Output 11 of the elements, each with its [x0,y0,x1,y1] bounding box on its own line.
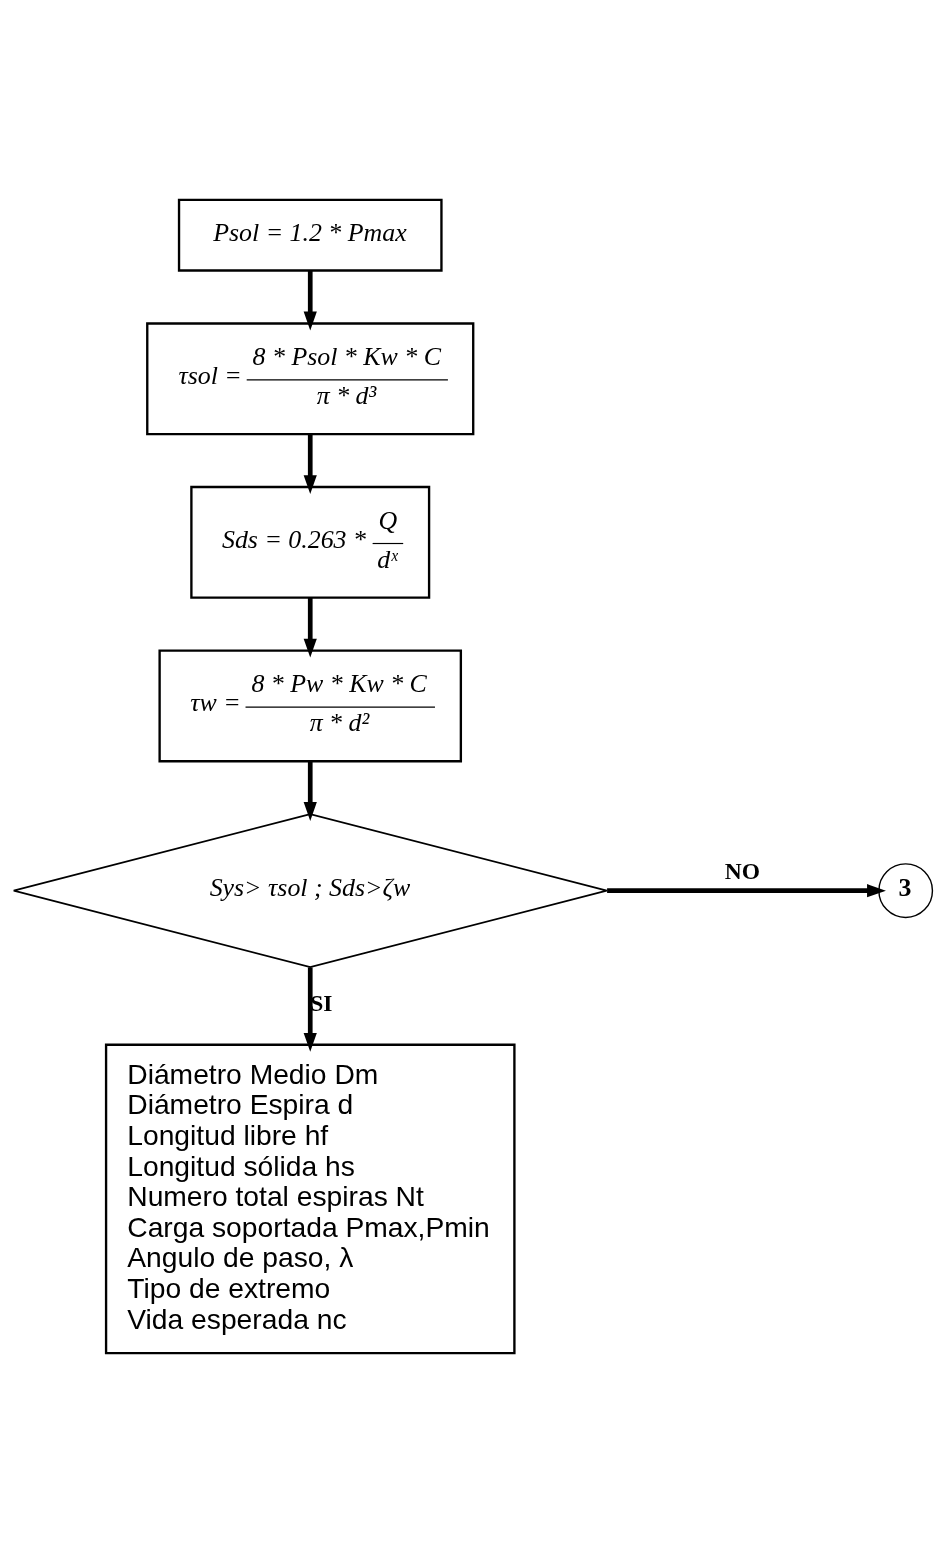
edge-label: NO [724,857,760,884]
node-diamond: Sys> τsol ; Sds>ζw [12,813,608,969]
arrow [303,761,317,821]
node-circle: 3 [877,863,933,919]
node-box: Psol = 1.2 * Pmax [177,198,443,272]
arrow [303,434,317,495]
arrow [303,967,317,1052]
arrow [303,270,317,331]
node-box: Diámetro Medio Dm Diámetro Espira d Longitud libre hf Longitud sólida hs Numero total espiras Nt Carga soportada Pmax,Pmin Angulo de paso, λ Tipo de extremo Vida esperada nc [104,1043,516,1355]
arrow [303,597,317,658]
arrow [606,884,886,898]
